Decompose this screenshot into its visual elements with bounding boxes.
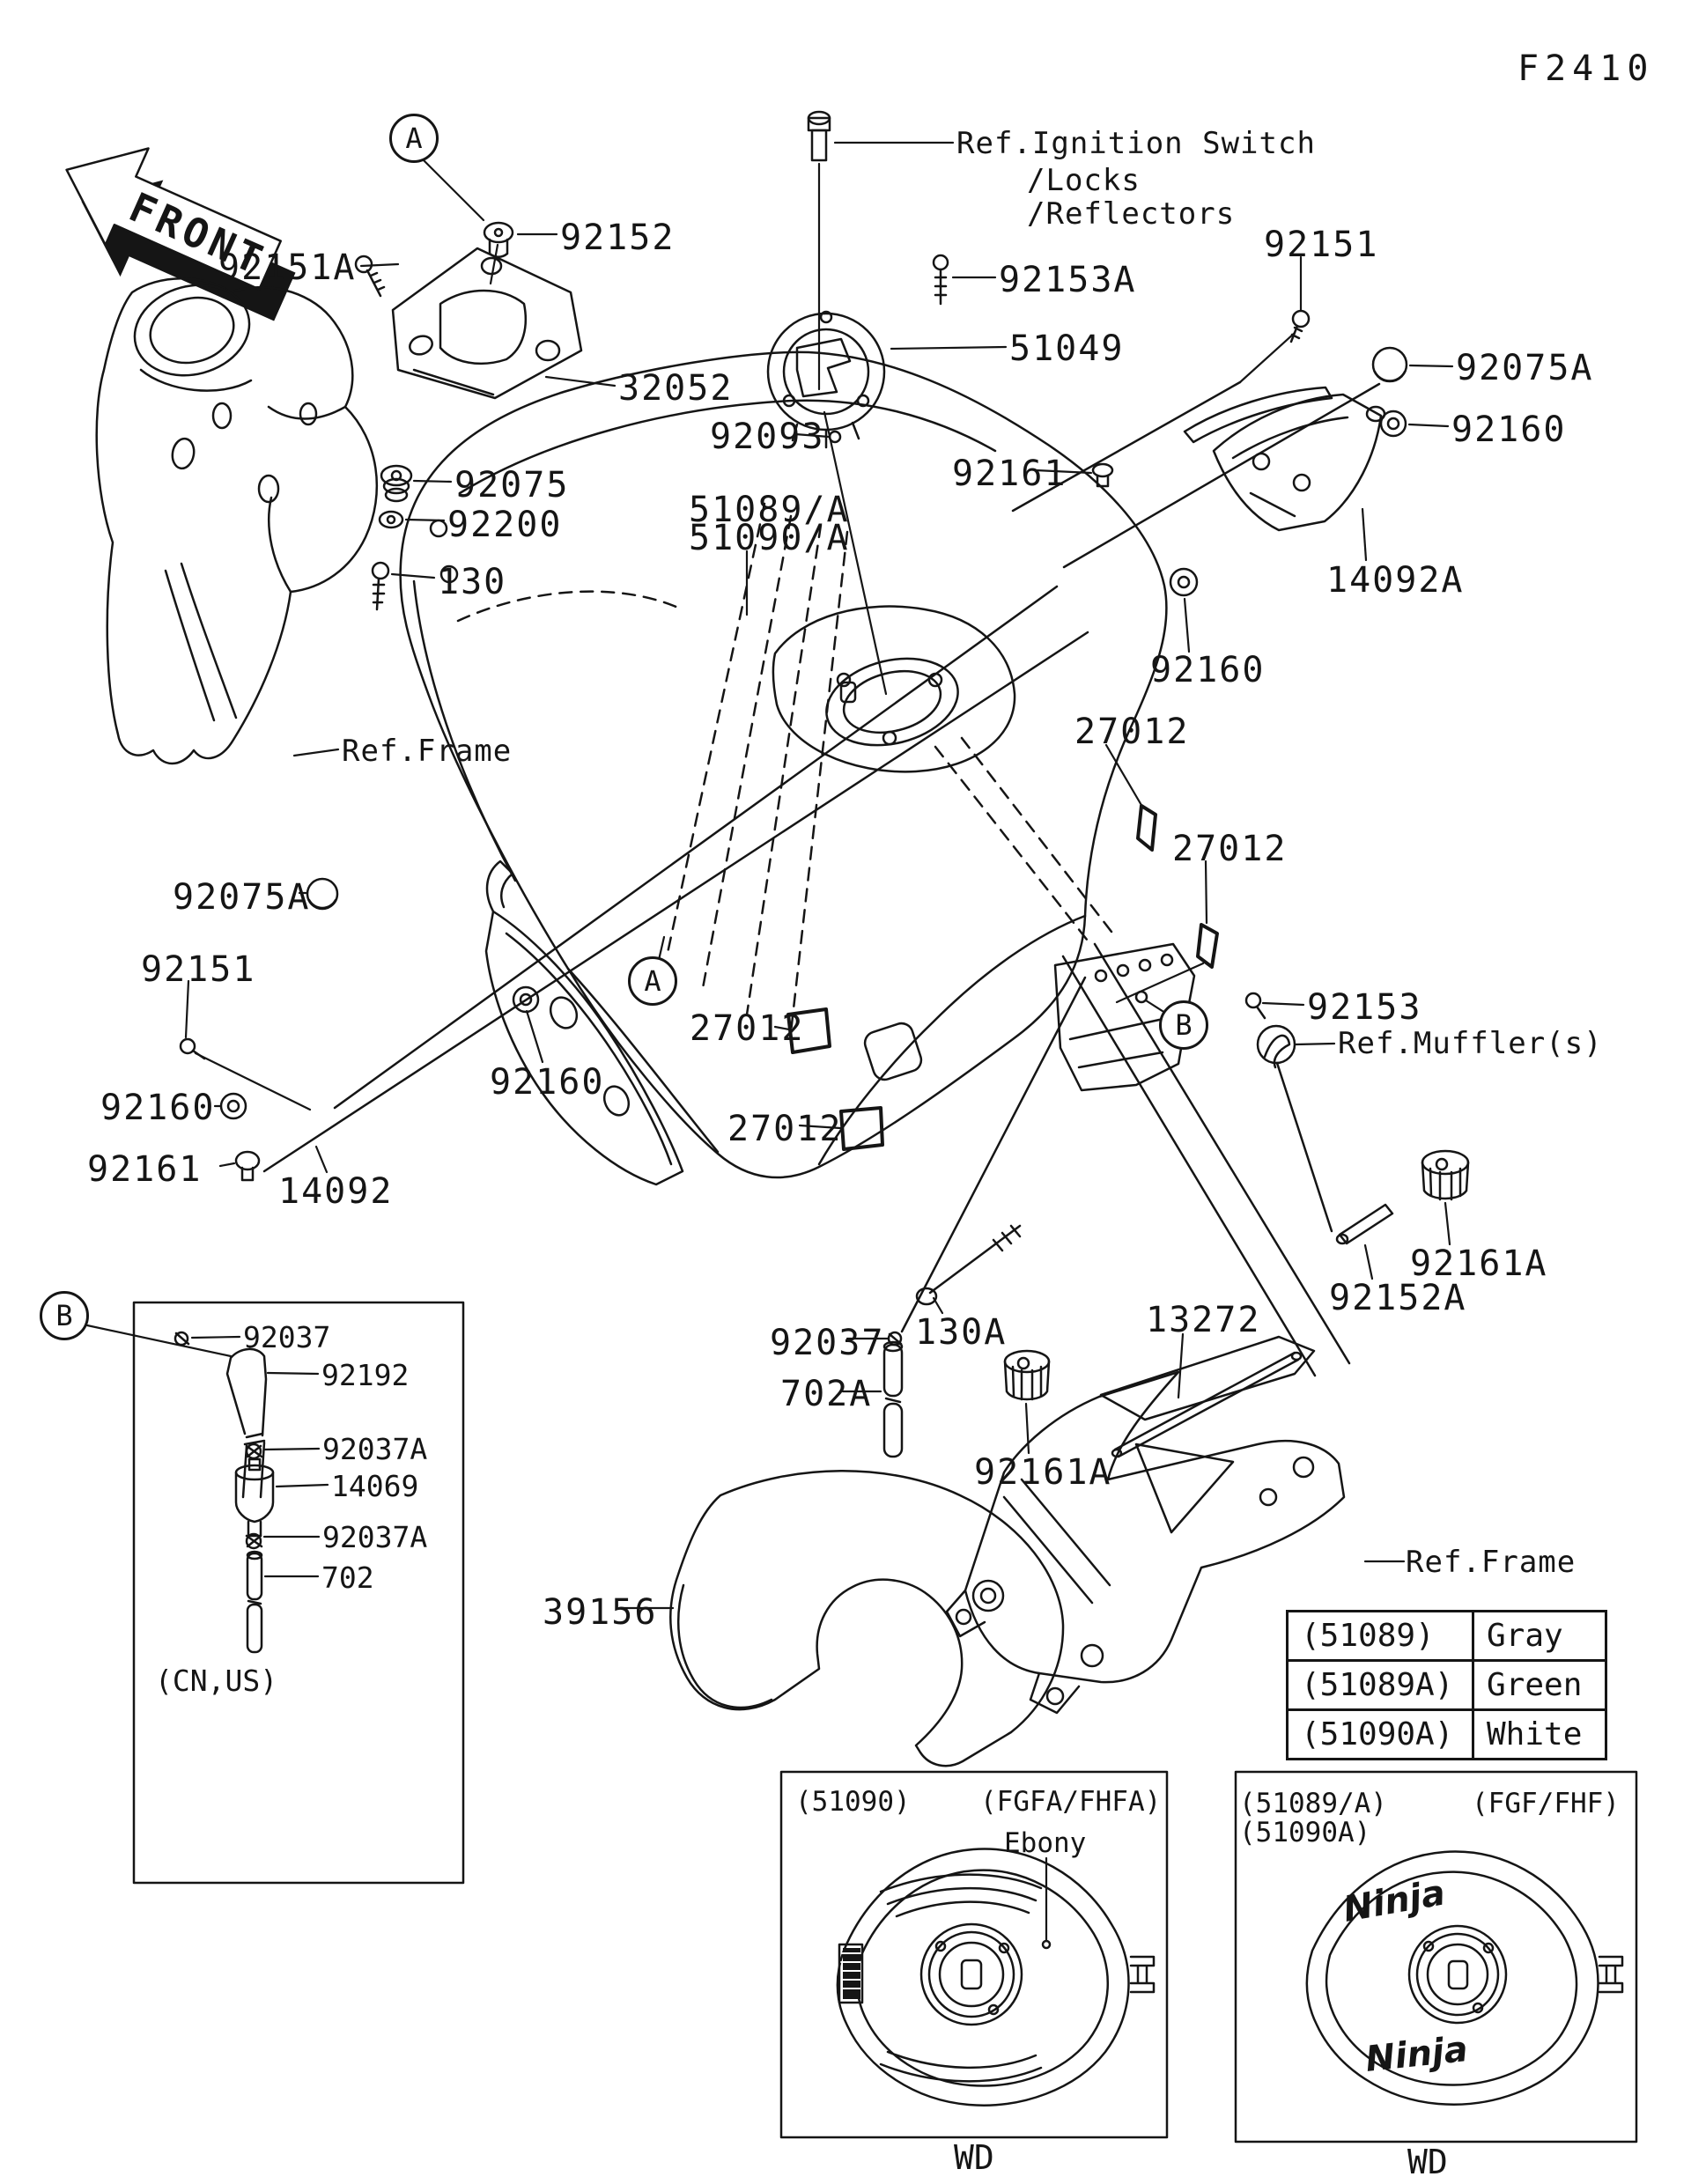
- callout-92153[interactable]: 92153: [1307, 987, 1422, 1028]
- callout-refignitionswitch: Ref.Ignition Switch: [956, 126, 1316, 161]
- view-marker-a: A: [628, 956, 677, 1006]
- callout-92161a[interactable]: 92161A: [1410, 1243, 1548, 1284]
- callout-92160[interactable]: 92160: [490, 1062, 605, 1103]
- callout-92152[interactable]: 92152: [560, 218, 676, 258]
- callout-92075a[interactable]: 92075A: [1456, 348, 1594, 388]
- callout-32052[interactable]: 32052: [618, 368, 734, 409]
- callout-92151a[interactable]: 92151A: [218, 247, 357, 288]
- callout-702a[interactable]: 702A: [780, 1374, 873, 1414]
- callout-92192: 92192: [321, 1358, 410, 1392]
- callout-14092a[interactable]: 14092A: [1326, 560, 1465, 601]
- callout-reflectors: /Reflectors: [1027, 196, 1236, 232]
- callout-39156[interactable]: 39156: [543, 1592, 658, 1633]
- color-name-cell: Gray: [1472, 1610, 1607, 1662]
- callout-92160[interactable]: 92160: [100, 1088, 216, 1128]
- callout-92075a[interactable]: 92075A: [173, 877, 311, 918]
- callout-92161a[interactable]: 92161A: [974, 1452, 1112, 1493]
- callout-92160[interactable]: 92160: [1150, 650, 1266, 690]
- callout-51090a[interactable]: 51090/A: [689, 518, 850, 558]
- callout-92037a: 92037A: [322, 1432, 428, 1466]
- callout-fgfafhfa: (FGFA/FHFA): [980, 1786, 1162, 1818]
- callout-92161[interactable]: 92161: [87, 1149, 203, 1190]
- frame-left-drawing: [95, 277, 379, 765]
- color-table-row: (51090A)White: [1286, 1708, 1607, 1760]
- callout-f2410: F2410: [1517, 48, 1655, 89]
- hardware-small-parts: [179, 221, 1470, 1458]
- callout-92151[interactable]: 92151: [141, 949, 256, 990]
- bracket-14092a-drawing: [1183, 386, 1386, 532]
- view-marker-b: B: [1159, 1000, 1208, 1050]
- callout-92161[interactable]: 92161: [952, 454, 1067, 494]
- callout-13272[interactable]: 13272: [1146, 1300, 1261, 1340]
- view-marker-b: B: [40, 1291, 89, 1340]
- callout-92200[interactable]: 92200: [447, 505, 563, 545]
- callout-51090a: (51090A): [1239, 1817, 1371, 1848]
- color-code-cell: (51089): [1286, 1610, 1474, 1662]
- bracket-14092-drawing: [484, 860, 684, 1186]
- callout-refframe: Ref.Frame: [1406, 1545, 1577, 1580]
- callout-refframe: Ref.Frame: [342, 734, 513, 769]
- color-code-cell: (51089A): [1286, 1659, 1474, 1711]
- fuel-cap-51049-drawing: [766, 110, 886, 449]
- front-arrow-icon: FRONT: [65, 147, 296, 321]
- callout-92160[interactable]: 92160: [1451, 410, 1567, 450]
- bracket-32052-drawing: [391, 247, 583, 400]
- tank-pad-39156-drawing: [669, 1470, 1065, 1767]
- color-table: (51089)Gray(51089A)Green(51090A)White: [1286, 1610, 1607, 1760]
- callout-14092[interactable]: 14092: [278, 1171, 394, 1212]
- variant-box-left-drawing: [779, 1770, 1169, 2139]
- color-table-row: (51089)Gray: [1286, 1610, 1607, 1662]
- callout-wd: WD: [1407, 2143, 1448, 2181]
- callout-92093[interactable]: 92093: [710, 417, 825, 457]
- callout-130a[interactable]: 130A: [915, 1312, 1008, 1353]
- fuel-tank-drawing: [399, 350, 1196, 1179]
- callout-92037: 92037: [243, 1320, 331, 1354]
- callout-92153a[interactable]: 92153A: [999, 260, 1137, 300]
- callout-27012[interactable]: 27012: [727, 1109, 843, 1149]
- callout-92037a: 92037A: [322, 1520, 428, 1554]
- frame-right-drawing: [945, 942, 1351, 1715]
- callout-51089a[interactable]: 51089/A: [689, 490, 850, 530]
- callout-27012[interactable]: 27012: [1172, 829, 1288, 869]
- callout-51089a: (51089/A): [1239, 1788, 1387, 1819]
- hose-92192: [225, 1347, 268, 1437]
- color-name-cell: Green: [1472, 1659, 1607, 1711]
- view-marker-a: A: [389, 114, 439, 163]
- callout-refmufflers: Ref.Muffler(s): [1338, 1026, 1603, 1061]
- callout-fgffhf: (FGF/FHF): [1472, 1788, 1620, 1819]
- callout-wd: WD: [954, 2138, 994, 2177]
- variant-box-right-drawing: Ninja Ninja: [1234, 1770, 1638, 2143]
- color-code-cell: (51090A): [1286, 1708, 1474, 1760]
- callout-27012[interactable]: 27012: [1074, 712, 1190, 752]
- callout-51049[interactable]: 51049: [1009, 328, 1125, 369]
- callout-51090: (51090): [795, 1786, 911, 1818]
- callout-92151[interactable]: 92151: [1264, 225, 1379, 265]
- callout-14069: 14069: [331, 1469, 419, 1503]
- callout-702: 702: [321, 1561, 374, 1595]
- color-table-body: (51089)Gray(51089A)Green(51090A)White: [1286, 1610, 1607, 1760]
- callout-92152a[interactable]: 92152A: [1329, 1278, 1467, 1318]
- color-name-cell: White: [1472, 1708, 1607, 1760]
- callout-ebony: Ebony: [1004, 1827, 1087, 1859]
- callout-27012[interactable]: 27012: [690, 1008, 805, 1049]
- callout-130[interactable]: 130: [438, 562, 507, 602]
- callout-locks: /Locks: [1027, 163, 1141, 198]
- callout-92075[interactable]: 92075: [454, 465, 570, 505]
- cn-us-box-drawing: [132, 1301, 465, 1885]
- callout-92037[interactable]: 92037: [770, 1323, 885, 1363]
- color-table-row: (51089A)Green: [1286, 1659, 1607, 1711]
- callout-cnus: (CN,US): [155, 1664, 278, 1698]
